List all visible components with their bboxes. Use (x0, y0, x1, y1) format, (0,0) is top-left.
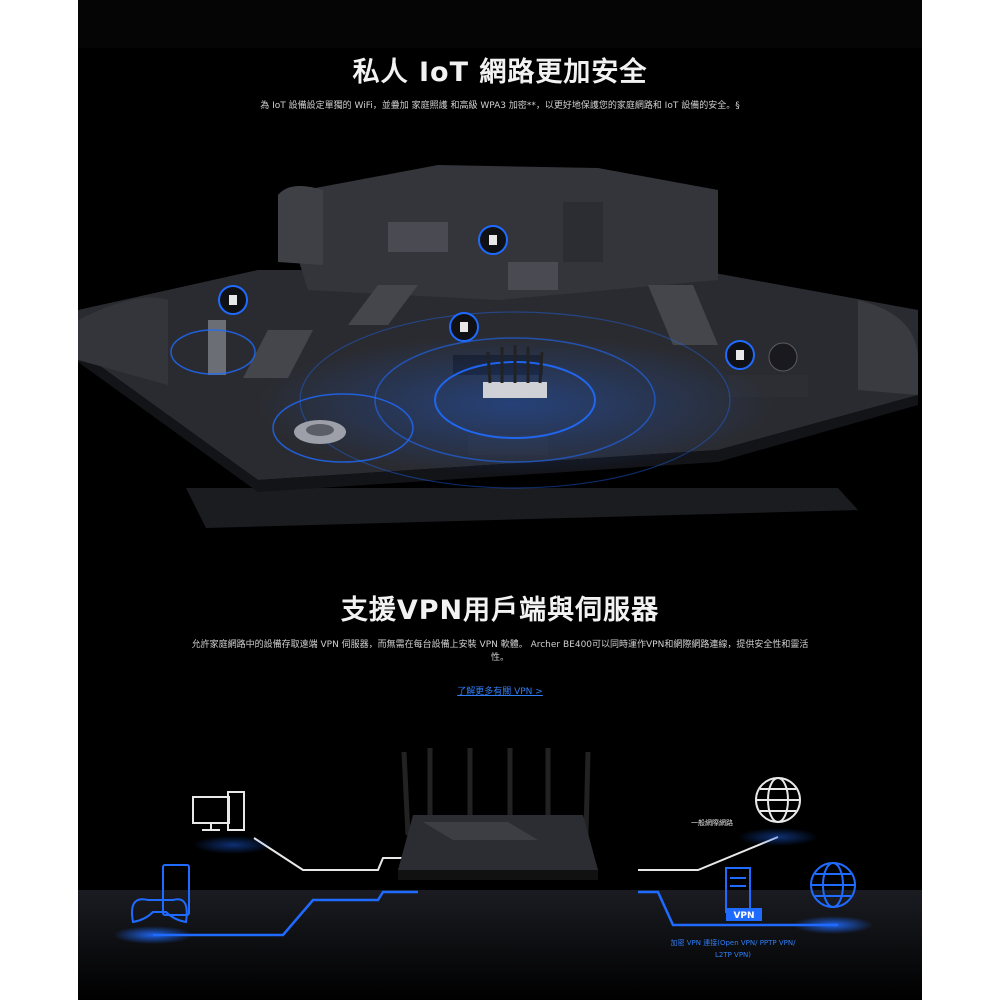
vpn-badge (726, 908, 762, 921)
normal-internet-label: 一般網際網路 (691, 818, 733, 827)
vpn-badge-label: VPN (733, 911, 754, 921)
iot-section-title: 私人 IoT 網路更加安全 (352, 57, 648, 88)
top-strip (78, 0, 922, 48)
vpn-diagram: 一般網際網路 VPN 加密 VPN 連接(Open VPN/ PPTP VPN/… (78, 748, 922, 1000)
vpn-globe-icon (810, 862, 856, 908)
gaming-pc-icon (131, 864, 190, 924)
vpn-section-description: 允許家庭網路中的設備存取遠端 VPN 伺服器，而無需在每台設備上安裝 VPN 軟… (112, 639, 888, 665)
vpn-section-title: 支援VPN用戶端與伺服器 (340, 595, 660, 626)
vpn-connection-label-line-1: 加密 VPN 連接(Open VPN/ PPTP VPN/ (671, 938, 797, 947)
vpn-description-line-1: 允許家庭網路中的設備存取遠端 VPN 伺服器，而無需在每台設備上安裝 VPN 軟… (191, 640, 809, 650)
product-page: 私人 IoT 網路更加安全 為 IoT 設備設定單獨的 WiFi，並疊加 家庭照… (78, 0, 922, 1000)
learn-more-vpn-link[interactable]: 了解更多有關 VPN > (457, 687, 543, 697)
iot-section-description: 為 IoT 設備設定單獨的 WiFi，並疊加 家庭照護 和高級 WPA3 加密*… (260, 101, 740, 111)
internet-globe-icon (755, 777, 801, 823)
desktop-computer-icon (192, 791, 245, 831)
vpn-connection-label-line-2: L2TP VPN) (715, 951, 751, 959)
router-image (398, 748, 598, 880)
smart-home-illustration (78, 165, 918, 528)
vpn-description-line-2: 性。 (490, 653, 509, 663)
